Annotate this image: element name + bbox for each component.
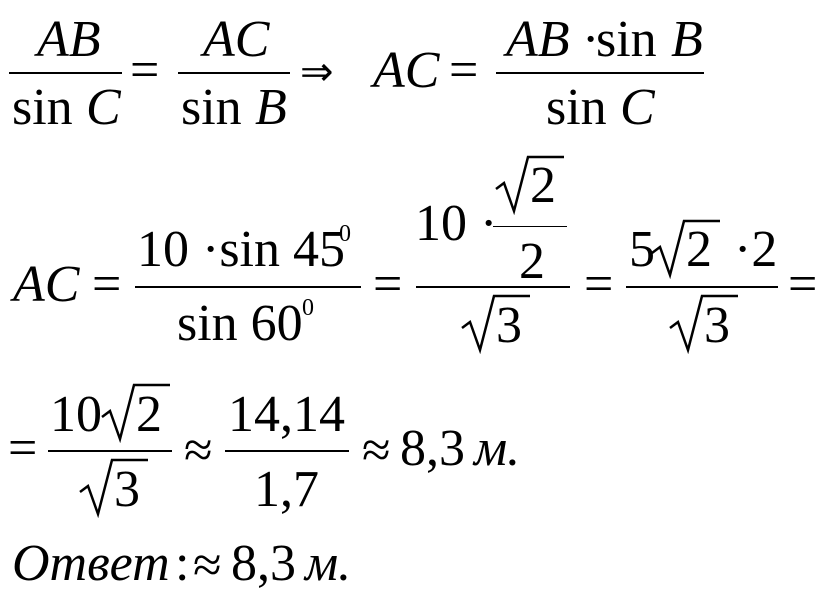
line3-result: 8,3 xyxy=(400,420,465,477)
line1-equals-2: = xyxy=(449,42,479,99)
line1-ac: AC xyxy=(373,42,440,99)
line3-approx-1: ≈ xyxy=(184,422,213,479)
line1-frac3-num-dot: · xyxy=(582,11,600,68)
line2-frac2-inner-denominator: 2 xyxy=(519,233,545,290)
line3-frac2-denominator: 1,7 xyxy=(254,461,319,518)
line2-frac2-inner-sqrt-icon xyxy=(495,155,564,215)
line2-frac1-bar xyxy=(135,286,361,288)
line1-implies-arrow: ⇒ xyxy=(300,49,334,94)
line1-equals: = xyxy=(130,42,160,99)
line3-frac1-ten: 10 xyxy=(50,386,102,443)
line1-frac3-num-sin: sin xyxy=(596,11,657,68)
line1-frac3-den-fn: sin xyxy=(546,79,607,136)
line2-ac: AC xyxy=(13,256,80,313)
line3-frac1-denominator: 3 xyxy=(114,461,140,518)
line1-frac1-bar xyxy=(9,72,122,74)
line2-frac1-denominator: sin 60 xyxy=(177,295,303,352)
line3-frac1-num-root: 2 xyxy=(136,386,162,443)
line2-frac2-denominator: 3 xyxy=(496,297,522,354)
line2-frac3-num-sqrt-icon xyxy=(651,219,720,279)
line1-frac2-bar xyxy=(178,72,290,74)
line1-frac2-den-fn: sin xyxy=(181,79,242,136)
answer-approx: ≈ xyxy=(193,537,222,594)
line1-frac1-den-var: C xyxy=(86,79,121,136)
line2-equals-2: = xyxy=(373,256,403,313)
line3-frac1-den-sqrt-icon xyxy=(79,458,148,518)
answer-colon: : xyxy=(175,535,190,592)
line1-frac2-numerator: AC xyxy=(203,11,270,68)
line1-frac1-numerator: AB xyxy=(37,11,101,68)
line3-equals: = xyxy=(8,420,38,477)
line3-frac1-bar xyxy=(48,450,172,452)
line2-frac3-num-root: 2 xyxy=(686,221,712,278)
line1-frac3-num-ab: AB xyxy=(506,11,570,68)
line2-equals-3: = xyxy=(584,256,614,313)
line2-frac1-den-degree: 0 xyxy=(302,295,314,321)
line2-equals-4: = xyxy=(788,256,818,313)
line3-frac1-num-sqrt-icon xyxy=(101,383,170,443)
line2-frac2-bar xyxy=(416,286,570,288)
line2-frac3-five: 5 xyxy=(629,221,655,278)
line1-frac1-den-fn: sin xyxy=(12,79,73,136)
answer-label: Ответ xyxy=(12,535,170,592)
line3-frac2-numerator: 14,14 xyxy=(228,386,345,443)
line2-equals: = xyxy=(92,256,122,313)
answer-result: 8,3 xyxy=(231,535,296,592)
line1-frac3-bar xyxy=(496,72,704,74)
line2-frac2-inner-bar xyxy=(493,226,567,227)
line2-frac3-bar xyxy=(626,286,778,288)
line2-frac2-den-sqrt-icon xyxy=(461,294,530,354)
answer-unit: м. xyxy=(305,535,352,592)
line3-unit: м. xyxy=(474,420,521,477)
line1-frac3-num-b: B xyxy=(671,11,703,68)
line2-frac2-ten: 10 · xyxy=(415,195,498,252)
line2-frac3-denominator: 3 xyxy=(704,297,730,354)
line3-frac2-bar xyxy=(225,450,349,452)
line2-frac3-den-sqrt-icon xyxy=(669,294,738,354)
line3-approx-2: ≈ xyxy=(362,422,391,479)
line1-frac3-den-var: C xyxy=(620,79,655,136)
line2-frac3-num-tail: ·2 xyxy=(734,221,778,278)
line1-frac2-den-var: B xyxy=(255,79,287,136)
line2-frac1-num-degree: 0 xyxy=(339,221,351,247)
line2-frac2-inner-numerator: 2 xyxy=(530,157,556,214)
line2-frac1-numerator: 10 ·sin 45 xyxy=(137,221,345,278)
